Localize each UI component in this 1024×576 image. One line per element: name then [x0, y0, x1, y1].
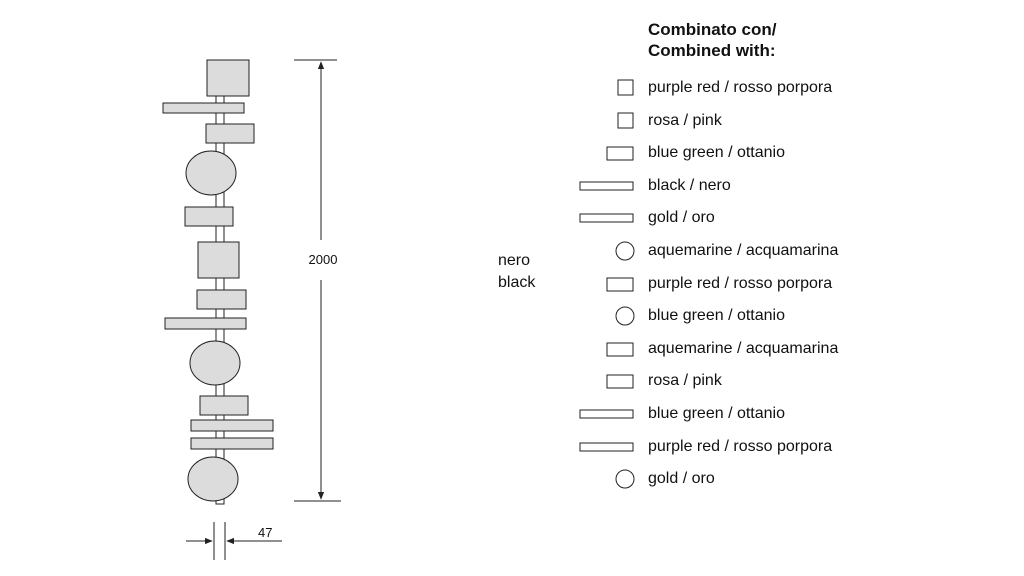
legend-item-label: purple red / rosso porpora — [648, 437, 833, 455]
legend-item: black / nero — [570, 174, 890, 198]
element-square — [206, 59, 250, 97]
rectangle-swatch-icon — [606, 277, 634, 292]
legend-item-label: aquemarine / acquamarina — [648, 339, 839, 357]
rectangle-swatch-icon — [606, 374, 634, 389]
long-bar-swatch-icon — [579, 409, 634, 419]
combination-title-line-1: Combinato con/ — [648, 20, 777, 39]
element-long-bar — [190, 419, 274, 432]
combination-title: Combinato con/ Combined with: — [648, 19, 776, 61]
legend-item: rosa / pink — [570, 369, 890, 393]
legend-item: rosa / pink — [570, 109, 890, 133]
legend-item-label: rosa / pink — [648, 111, 722, 129]
legend-item-label: gold / oro — [648, 470, 715, 488]
circle-swatch-icon — [615, 469, 635, 489]
body-color-line-1: nero — [498, 252, 531, 269]
legend-item: purple red / rosso porpora — [570, 272, 890, 296]
square-swatch-icon — [617, 79, 634, 96]
rectangle-swatch-icon — [606, 146, 634, 161]
legend-item-label: black / nero — [648, 176, 731, 194]
square-swatch-icon — [617, 112, 634, 129]
circle-swatch-icon — [615, 306, 635, 326]
combination-title-line-2: Combined with: — [648, 41, 776, 60]
legend-item-label: blue green / ottanio — [648, 144, 785, 162]
legend-item: blue green / ottanio — [570, 304, 890, 328]
rod-elements — [162, 59, 274, 502]
element-long-bar — [164, 317, 247, 330]
element-rectangle — [205, 123, 255, 144]
width-dimension-label: 47 — [258, 525, 272, 540]
legend-item: gold / oro — [570, 467, 890, 491]
body-color-line-2: black — [498, 274, 536, 291]
legend-item: gold / oro — [570, 206, 890, 230]
legend-item: blue green / ottanio — [570, 402, 890, 426]
element-circle — [187, 456, 239, 502]
legend-item-label: aquemarine / acquamarina — [648, 242, 839, 259]
legend-item-label: purple red / rosso porpora — [648, 79, 833, 96]
element-long-bar — [190, 437, 274, 450]
legend-item-label: purple red / rosso porpora — [648, 274, 833, 292]
element-circle — [185, 150, 237, 196]
body-color-label: nero black — [498, 250, 535, 294]
element-square — [197, 241, 240, 279]
legend-item: aquemarine / acquamarina — [570, 337, 890, 361]
rectangle-swatch-icon — [606, 342, 634, 357]
legend-item-label: rosa / pink — [648, 372, 722, 390]
legend-item: aquemarine / acquamarina — [570, 239, 890, 263]
element-rectangle — [199, 395, 249, 416]
long-bar-swatch-icon — [579, 181, 634, 191]
height-dimension-label: 2000 — [309, 252, 338, 267]
legend-item: purple red / rosso porpora — [570, 435, 890, 459]
circle-swatch-icon — [615, 241, 635, 261]
element-circle — [189, 340, 241, 386]
height-dimension — [294, 59, 341, 502]
element-rectangle — [184, 206, 234, 227]
long-bar-swatch-icon — [579, 442, 634, 452]
legend-item-label: blue green / ottanio — [648, 307, 785, 325]
width-dimension — [186, 522, 282, 560]
long-bar-swatch-icon — [579, 213, 634, 223]
element-long-bar — [162, 102, 245, 114]
legend-item: blue green / ottanio — [570, 141, 890, 165]
element-rectangle — [196, 289, 247, 310]
legend-item-label: blue green / ottanio — [648, 405, 785, 422]
legend-item: purple red / rosso porpora — [570, 76, 890, 100]
legend-item-label: gold / oro — [648, 209, 715, 227]
